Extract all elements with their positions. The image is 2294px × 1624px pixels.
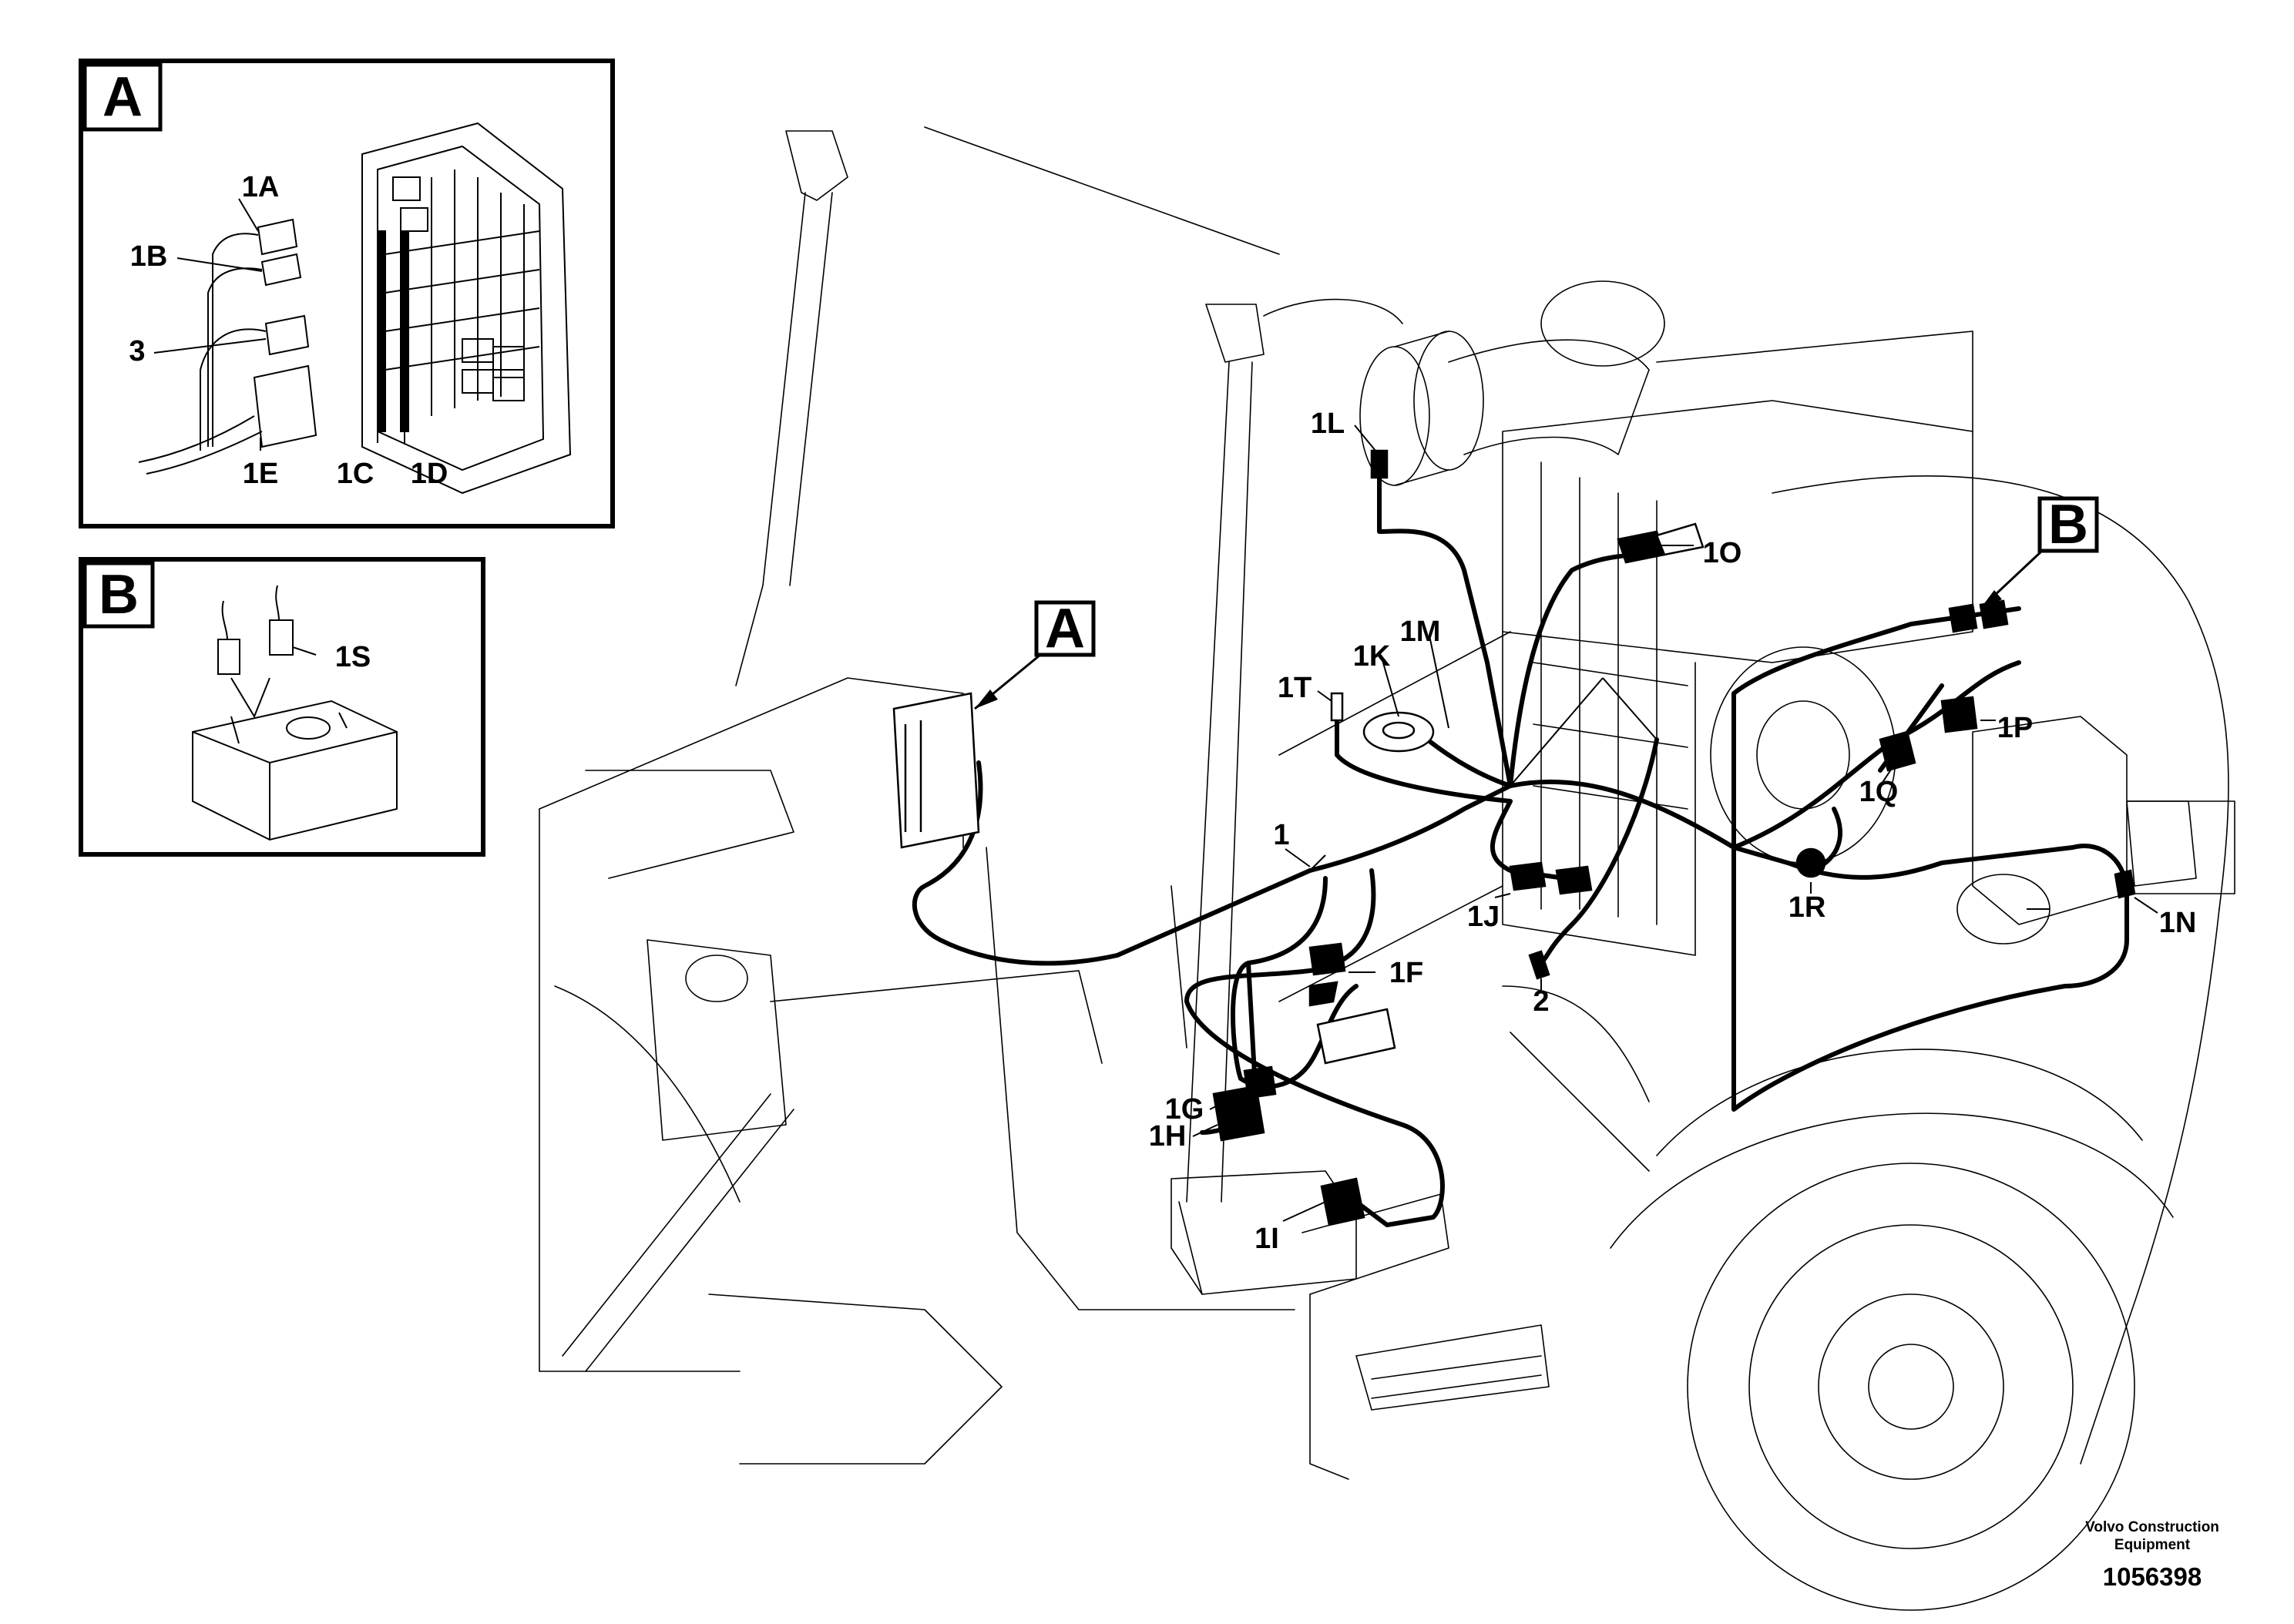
connector-b-group — [1948, 603, 1978, 633]
sensor-1T — [1330, 692, 1344, 722]
detail-b-letter: B — [99, 564, 139, 626]
label-1K: 1K — [1353, 640, 1391, 673]
connector-1Q — [1879, 730, 1916, 772]
detail-a-label-1A: 1A — [242, 171, 280, 203]
label-1: 1 — [1273, 819, 1289, 851]
connector-1H — [1212, 1085, 1265, 1142]
detail-a-label-3: 3 — [129, 335, 145, 367]
detail-view-b: B 1S — [79, 557, 485, 857]
connector-1P — [1940, 696, 1978, 733]
sensor-1L — [1370, 449, 1389, 479]
label-1I: 1I — [1254, 1223, 1279, 1255]
label-1Q: 1Q — [1859, 776, 1899, 808]
detail-a-label-1C: 1C — [337, 458, 374, 490]
reference-labels: 1 1L 1O 1M 1K 1T 1P 1Q 1R 1N 1J 2 1F 1G … — [1149, 408, 2197, 1255]
callout-b: B — [1979, 494, 2099, 610]
label-1G: 1G — [1165, 1093, 1204, 1126]
callout-a: A — [974, 598, 1096, 710]
callout-b-letter: B — [2048, 494, 2088, 555]
harness-secondary — [1309, 677, 2050, 910]
connector-1J — [1509, 861, 1547, 891]
label-2: 2 — [1533, 985, 1549, 1018]
footer-credit-line2: Equipment — [2114, 1537, 2191, 1553]
footer-credit-line1: Volvo Construction — [2085, 1519, 2219, 1535]
components — [892, 449, 2136, 1226]
connector-1I — [1320, 1177, 1365, 1226]
label-1H: 1H — [1149, 1120, 1187, 1153]
label-1J: 1J — [1467, 901, 1500, 933]
detail-a-label-1D: 1D — [411, 458, 448, 490]
wiring-harness — [912, 460, 2129, 1227]
connector-2 — [1528, 950, 1550, 980]
detail-a-label-1E: 1E — [243, 458, 278, 490]
detail-b-label-1S: 1S — [335, 641, 371, 673]
label-1M: 1M — [1400, 616, 1441, 648]
sensor-1K — [1362, 711, 1435, 753]
label-1T: 1T — [1278, 672, 1312, 704]
connector-1F — [1308, 942, 1346, 976]
part-number: 1056398 — [2103, 1562, 2202, 1591]
detail-a-letter: A — [102, 66, 143, 128]
connector-1R — [1795, 847, 1826, 878]
leader-lines — [1192, 424, 2158, 1222]
footer: Volvo Construction Equipment 1056398 — [2085, 1519, 2219, 1591]
label-1P: 1P — [1997, 712, 2033, 744]
label-1F: 1F — [1389, 957, 1423, 989]
label-1R: 1R — [1789, 891, 1826, 924]
label-1O: 1O — [1703, 537, 1742, 569]
machine-outline — [539, 126, 2235, 1611]
detail-a-label-1B: 1B — [130, 240, 168, 273]
connector-1N — [2114, 869, 2136, 899]
label-1N: 1N — [2159, 907, 2197, 939]
callout-a-letter: A — [1045, 598, 1085, 659]
label-1L: 1L — [1311, 408, 1345, 440]
detail-view-a: A — [79, 59, 615, 528]
